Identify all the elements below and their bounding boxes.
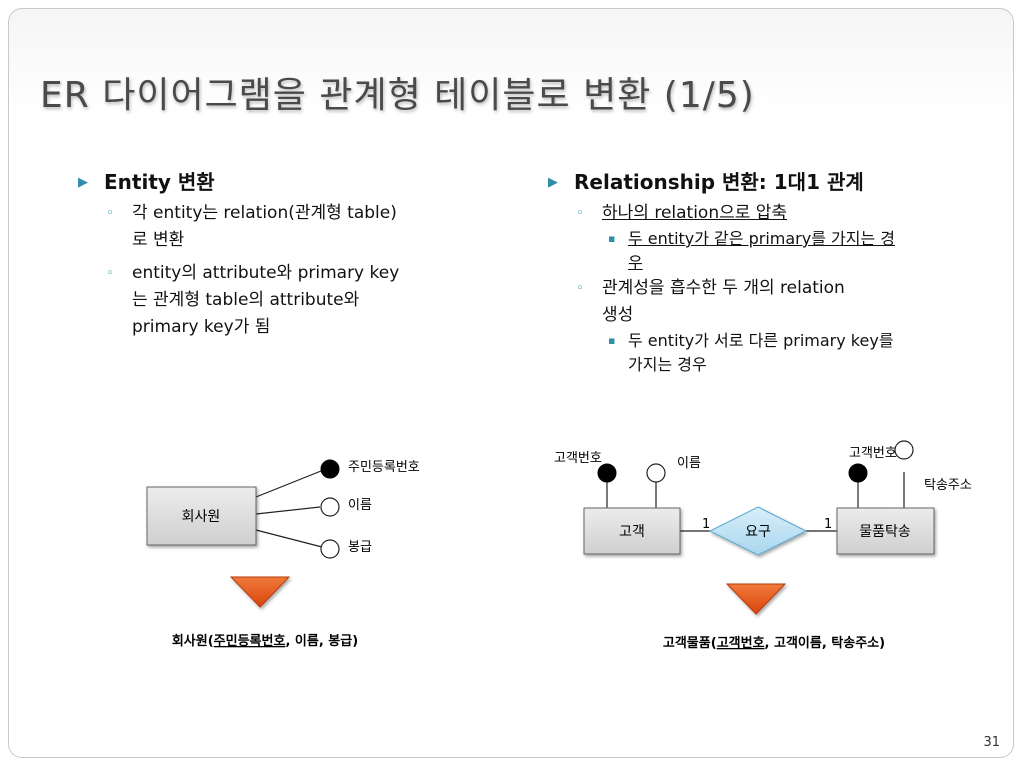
- attribute-circle: [320, 497, 340, 517]
- key-attribute-circle: [320, 459, 340, 479]
- right-er-diagram: 고객번호 이름 고객번호 탁송주소 고객 물품탁송 요구 1 1 고객물품(고객…: [554, 440, 972, 651]
- attribute-label: 고객번호: [849, 446, 897, 461]
- square-bullet-icon: ▪: [608, 334, 616, 347]
- circle-bullet-icon: ◦: [106, 206, 114, 221]
- sub-sub-bullet: ▪ 두 entity가 서로 다른 primary key를 가지는 경우: [608, 331, 894, 374]
- attribute-circle: [320, 539, 340, 559]
- triangle-bullet-icon: ▶: [78, 175, 88, 190]
- down-arrow-icon: [725, 583, 787, 615]
- bullet-relationship-conversion: ▶ Relationship 변환: 1대1 관계: [548, 168, 968, 196]
- entity-box: [583, 507, 681, 555]
- down-arrow-icon: [229, 576, 291, 608]
- bullet-entity-conversion: ▶ Entity 변환: [78, 168, 498, 196]
- right-column: ▶ Relationship 변환: 1대1 관계 ◦ 하나의 relation…: [548, 168, 968, 377]
- attribute-label: 고객번호: [554, 451, 602, 466]
- attribute-circle: [646, 463, 666, 483]
- attribute-circle: [894, 440, 914, 460]
- attribute-label: 탁송주소: [924, 478, 972, 493]
- relationship-diamond: [708, 506, 808, 556]
- attribute-label: 주민등록번호: [348, 460, 420, 475]
- entity-box: [836, 507, 935, 555]
- heading-text: Entity 변환: [104, 170, 215, 194]
- circle-bullet-icon: ◦: [576, 206, 584, 221]
- sub-bullet: ◦ entity의 attribute와 primary key 는 관계형 t…: [78, 260, 498, 341]
- triangle-bullet-icon: ▶: [548, 175, 558, 190]
- page-number: 31: [983, 735, 1000, 750]
- slide-frame: [8, 8, 1014, 758]
- left-column: ▶ Entity 변환 ◦ 각 entity는 relation(관계형 tab…: [78, 168, 498, 341]
- attribute-label: 이름: [348, 498, 372, 513]
- relationship-label: 요구: [745, 524, 771, 540]
- slide-title: ER 다이어그램을 관계형 테이블로 변환 (1/5): [40, 75, 755, 116]
- entity-label: 고객: [619, 524, 645, 540]
- attribute-label: 봉급: [348, 540, 372, 555]
- result-relation: 회사원(주민등록번호, 이름, 봉급): [172, 633, 358, 649]
- sub-sub-bullet: ▪ 두 entity가 같은 primary를 가지는 경 우: [608, 229, 895, 272]
- square-bullet-icon: ▪: [608, 232, 616, 245]
- result-relation: 고객물품(고객번호, 고객이름, 탁송주소): [663, 635, 885, 651]
- sub-bullet: ◦ 각 entity는 relation(관계형 table) 로 변환: [78, 200, 498, 254]
- attribute-label: 이름: [677, 456, 701, 471]
- left-er-diagram: 회사원 주민등록번호 이름 봉급 회사원(주민등록번호, 이름, 봉급): [146, 459, 420, 649]
- heading-text: Relationship 변환: 1대1 관계: [574, 170, 864, 194]
- circle-bullet-icon: ◦: [106, 266, 114, 281]
- sub-bullet: ◦ 관계성을 흡수한 두 개의 relation 생성: [548, 275, 968, 329]
- cardinality-label: 1: [824, 517, 832, 532]
- sub-bullet: ◦ 하나의 relation으로 압축: [548, 200, 968, 227]
- key-attribute-circle: [597, 463, 617, 483]
- entity-label: 물품탁송: [859, 524, 911, 540]
- entity-label: 회사원: [182, 509, 221, 525]
- cardinality-label: 1: [702, 517, 710, 532]
- circle-bullet-icon: ◦: [576, 281, 584, 296]
- entity-box: [146, 486, 257, 546]
- key-attribute-circle: [848, 463, 868, 483]
